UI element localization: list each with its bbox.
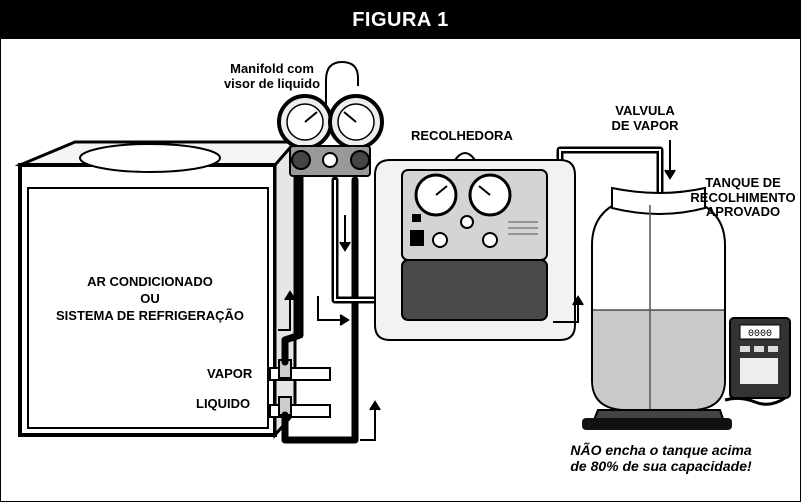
figure-title: FIGURA 1 xyxy=(1,1,800,39)
ac-unit xyxy=(14,137,331,440)
manifold-label-line2: visor de liquido xyxy=(223,75,321,91)
tanque-label-line1: TANQUE DE xyxy=(705,175,781,190)
manifold xyxy=(277,94,384,177)
recolhedora-label: RECOLHEDORA xyxy=(411,128,513,143)
vapor-label: VAPOR xyxy=(207,366,253,381)
tanque-label-line2: RECOLHIMENTO xyxy=(690,189,796,205)
tanque-label: TANQUE DE RECOLHIMENTO APROVADO xyxy=(688,175,798,220)
manifold-hook xyxy=(325,60,359,118)
valvula-label-line1: VALVULA xyxy=(615,103,675,118)
manifold-label-line1: Manifold com xyxy=(230,61,314,76)
valvula-label: VALVULA DE VAPOR xyxy=(590,103,700,133)
scale-display: 0000 xyxy=(748,329,772,340)
warning-line2: de 80% de sua capacidade! xyxy=(570,457,752,474)
system-label-line2: OU xyxy=(140,290,160,306)
recovery-tank xyxy=(582,186,732,430)
system-label-line1: AR CONDICIONADO xyxy=(87,274,213,289)
valvula-label-line2: DE VAPOR xyxy=(611,117,679,133)
recovery-machine xyxy=(374,152,576,341)
system-label-line3: SISTEMA DE REFRIGERAÇÃO xyxy=(55,307,245,323)
flow-arrows xyxy=(278,140,676,441)
manifold-label: Manifold com visor de liquido xyxy=(212,61,332,91)
system-label: AR CONDICIONADO OU SISTEMA DE REFRIGERAÇ… xyxy=(40,274,260,325)
tanque-label-line3: APROVADO xyxy=(705,204,781,220)
warning-line1: NÃO encha o tanque acima xyxy=(570,442,752,458)
scale: 0000 xyxy=(724,317,791,406)
liquido-label: LIQUIDO xyxy=(196,396,251,411)
capacity-warning: NÃO encha o tanque acima de 80% de sua c… xyxy=(536,442,786,474)
